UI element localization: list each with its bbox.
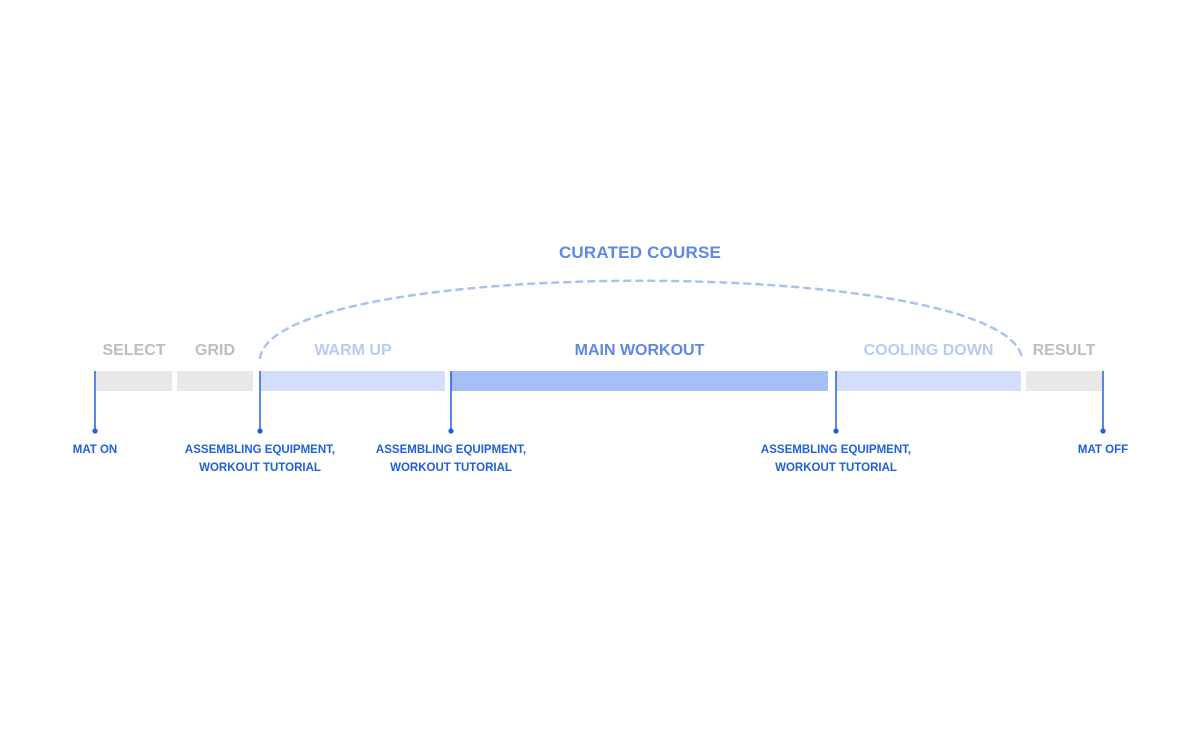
stage-label-result: RESULT [1032,342,1096,359]
marker-equipment-1 [257,371,263,434]
stage-bar-cooling-down [836,371,1021,391]
marker-label-line-2: WORKOUT TUTORIAL [390,462,512,474]
marker-label-line-1: MAT OFF [1077,444,1129,456]
marker-label-equipment-2: ASSEMBLING EQUIPMENT, WORKOUT TUTORIAL [351,441,551,477]
curated-course-title: CURATED COURSE [558,243,722,262]
stage-label-cooling-down: COOLING DOWN [863,342,994,359]
stage-label-select: SELECT [102,342,166,359]
marker-label-line-1: ASSEMBLING EQUIPMENT, [184,444,336,456]
stage-label-grid: GRID [195,342,235,359]
stage-bar-warm-up [261,371,445,391]
stage-bar-grid [177,371,253,391]
stage-bar-main-workout [451,371,828,391]
marker-label-line-2: WORKOUT TUTORIAL [199,462,321,474]
curated-course-arc [258,279,1024,360]
marker-label-mat-on: MAT ON [45,441,145,459]
marker-label-mat-off: MAT OFF [1053,441,1153,459]
stage-bar-result [1026,371,1102,391]
marker-label-equipment-1: ASSEMBLING EQUIPMENT, WORKOUT TUTORIAL [160,441,360,477]
marker-equipment-2 [448,371,454,434]
marker-label-line-1: ASSEMBLING EQUIPMENT, [760,444,912,456]
marker-label-line-1: ASSEMBLING EQUIPMENT, [375,444,527,456]
marker-equipment-3 [833,371,839,434]
marker-label-line-2: WORKOUT TUTORIAL [775,462,897,474]
stage-bar-select [96,371,172,391]
stage-label-warm-up: WARM UP [314,342,392,359]
stage-label-main-workout: MAIN WORKOUT [574,342,705,359]
marker-mat-on [92,371,98,434]
marker-label-equipment-3: ASSEMBLING EQUIPMENT, WORKOUT TUTORIAL [736,441,936,477]
marker-label-line-1: MAT ON [72,444,118,456]
marker-mat-off [1100,371,1106,434]
